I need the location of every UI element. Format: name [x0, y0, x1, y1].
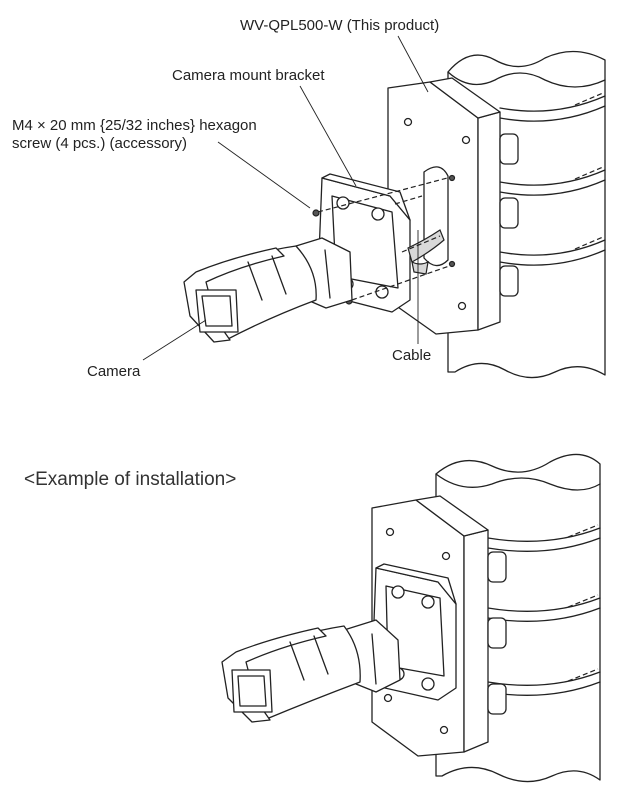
product-label: WV-QPL500-W (This product) — [240, 17, 440, 34]
cable-label: Cable — [392, 347, 432, 364]
bracket-label: Camera mount bracket — [172, 67, 325, 84]
leader-lines-top — [142, 35, 429, 361]
camera-top — [183, 237, 353, 343]
camera-bottom — [221, 619, 401, 723]
screw-label-line2: screw (4 pcs.) (accessory) — [12, 135, 188, 152]
example-caption: <Example of installation> — [24, 469, 237, 490]
pole-bands-top — [499, 92, 606, 266]
camera-label: Camera — [87, 363, 141, 380]
screw-label-line1: M4 × 20 mm {25/32 inches} hexagon — [12, 117, 257, 134]
